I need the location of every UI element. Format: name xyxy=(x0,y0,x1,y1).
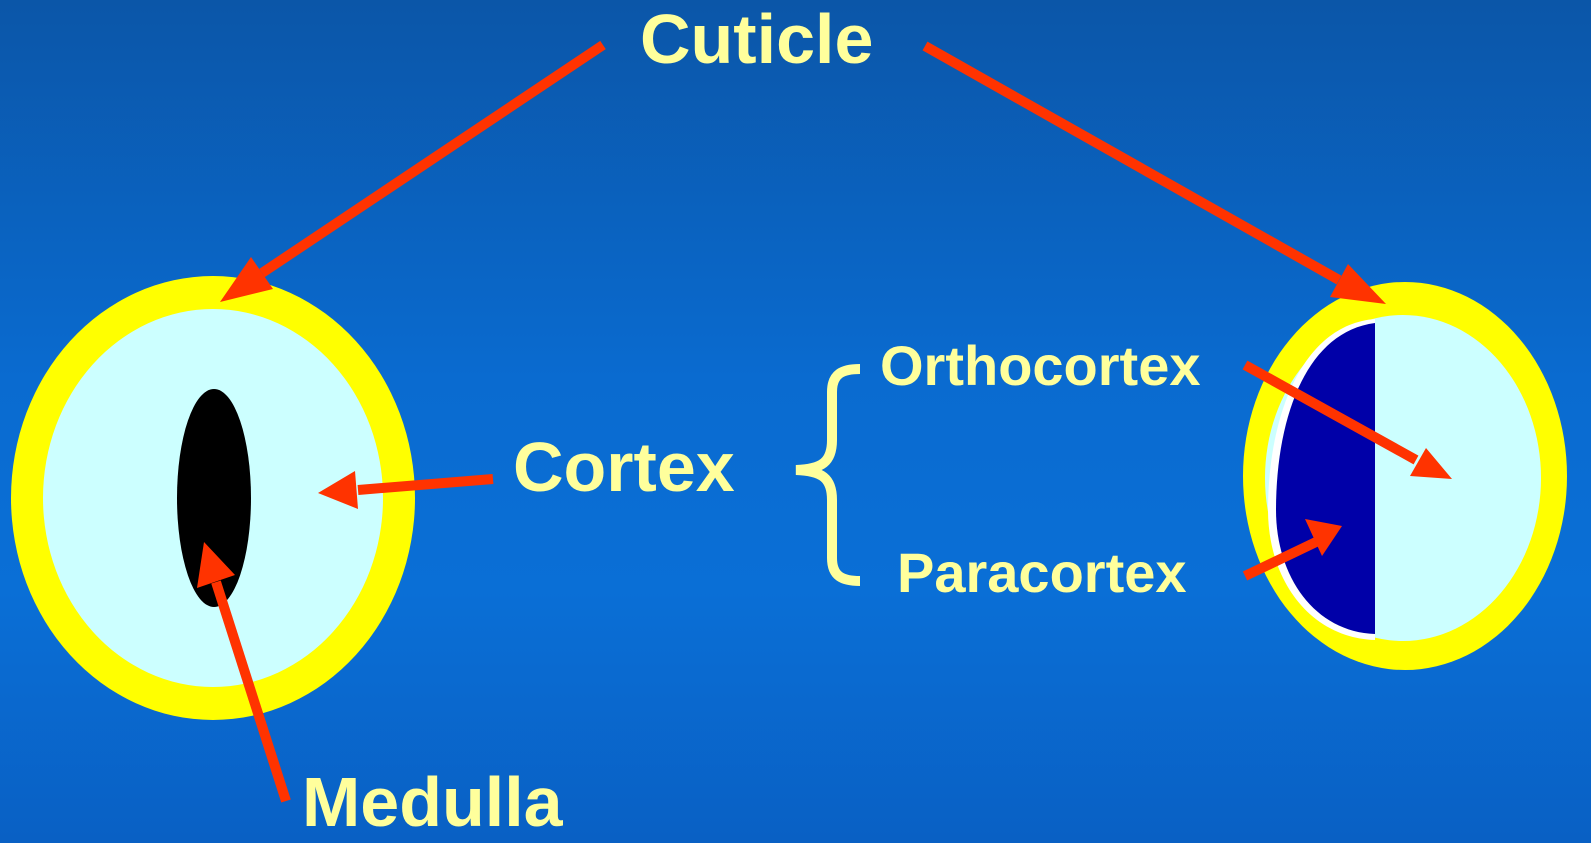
arrow-cuticle-right xyxy=(925,46,1386,304)
cortex-brace xyxy=(796,369,860,581)
label-paracortex: Paracortex xyxy=(897,541,1187,604)
label-orthocortex: Orthocortex xyxy=(880,334,1201,397)
right-fiber-cross-section xyxy=(1243,282,1567,670)
arrow-cuticle-left xyxy=(220,45,603,302)
label-medulla: Medulla xyxy=(302,763,564,841)
label-cortex: Cortex xyxy=(513,428,735,506)
label-cuticle: Cuticle xyxy=(640,0,873,78)
